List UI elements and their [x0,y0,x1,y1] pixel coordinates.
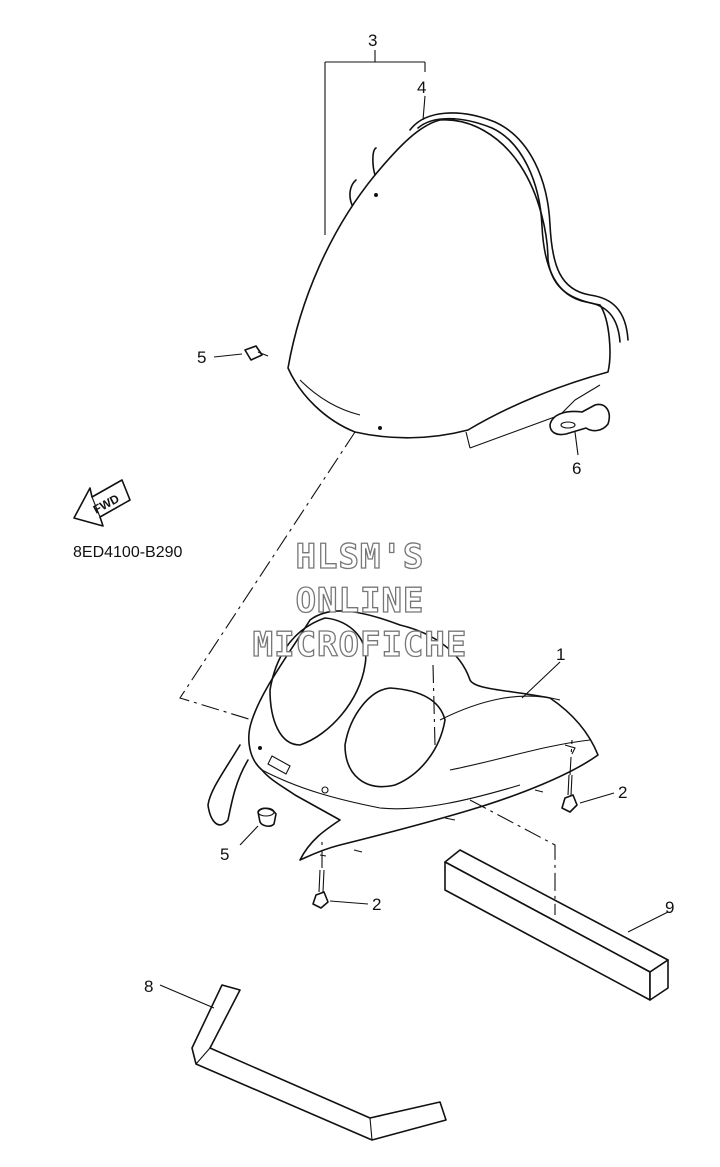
callout-1: 1 [521,645,565,699]
bolt-2-left: 2 [312,869,381,914]
cowling [207,610,599,861]
watermark: HLSM'S ONLINE MICROFICHE [252,536,468,665]
fwd-arrow-icon: FWD [73,479,131,527]
svg-text:4: 4 [417,78,426,97]
seal-8: 8 [144,977,447,1141]
windshield [287,112,629,449]
block-9: 9 [444,849,674,1001]
svg-text:2: 2 [372,895,381,914]
svg-text:HLSM'S: HLSM'S [296,537,425,577]
screw-5: 5 [197,345,269,367]
svg-text:6: 6 [572,459,581,478]
nut-7: 6 [549,403,611,478]
svg-text:9: 9 [665,898,674,917]
svg-text:5: 5 [220,845,229,864]
grommet-6: 5 [220,807,277,864]
callout-4: 4 [417,78,426,121]
svg-text:3: 3 [368,31,377,50]
alignment-lines [179,431,573,915]
svg-text:2: 2 [618,783,627,802]
svg-text:ONLINE: ONLINE [296,581,425,621]
diagram-code: 8ED4100-B290 [73,544,183,561]
svg-text:8: 8 [144,977,153,996]
svg-text:1: 1 [556,645,565,664]
bolt-2-right: 2 [561,774,627,813]
callout-3: 3 [324,31,426,235]
svg-text:MICROFICHE: MICROFICHE [253,625,468,665]
svg-text:5: 5 [197,348,206,367]
